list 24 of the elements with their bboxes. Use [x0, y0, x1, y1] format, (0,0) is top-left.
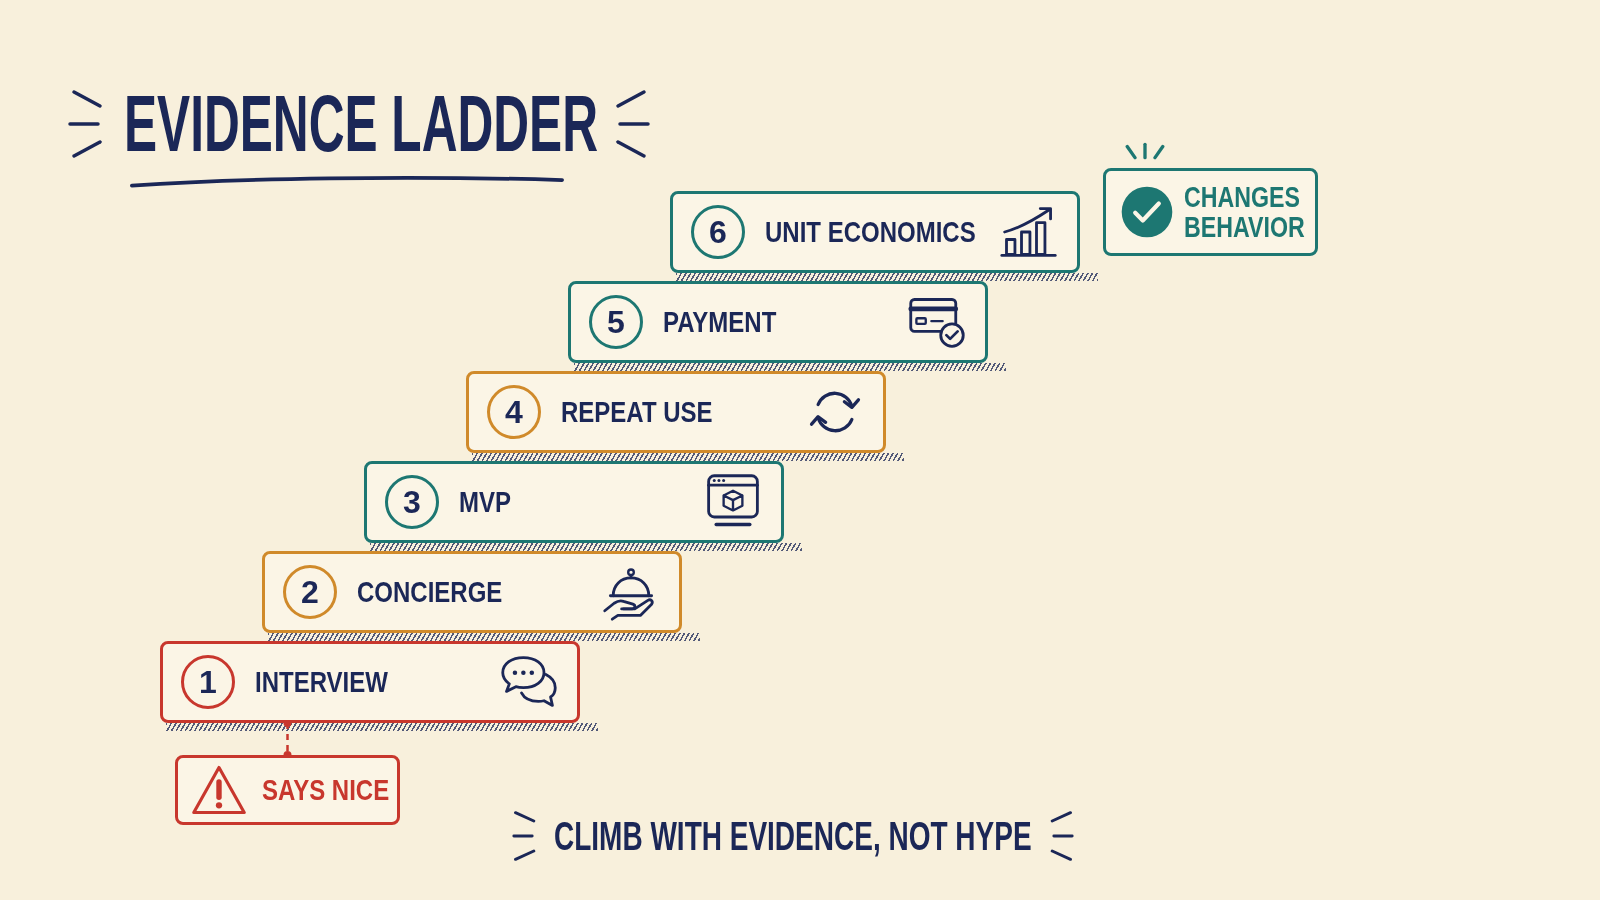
- caption: CLIMB WITH EVIDENCE, NOT HYPE: [554, 816, 1032, 856]
- number-circle: 5: [589, 295, 643, 349]
- number-circle: 6: [691, 205, 745, 259]
- step-box: [262, 551, 682, 633]
- warning-label: SAYS NICE: [262, 774, 390, 806]
- number-circle: 1: [181, 655, 235, 709]
- number-circle: 2: [283, 565, 337, 619]
- step-label: REPEAT USE: [561, 396, 713, 428]
- step-box: [160, 641, 580, 723]
- number-circle: 4: [487, 385, 541, 439]
- step-box: [466, 371, 886, 453]
- result-box: [1103, 168, 1318, 256]
- title: EVIDENCE LADDER: [124, 84, 598, 164]
- step-label: PAYMENT: [663, 306, 777, 338]
- step-box: [568, 281, 988, 363]
- step-label: CONCIERGE: [357, 576, 503, 608]
- step-box: [364, 461, 784, 543]
- warning-box: [175, 755, 400, 825]
- step-box: [670, 191, 1080, 273]
- step-label: INTERVIEW: [255, 666, 388, 698]
- result-label: CHANGES BEHAVIOR: [1184, 181, 1304, 243]
- number-circle: 3: [385, 475, 439, 529]
- step-label: UNIT ECONOMICS: [765, 216, 976, 248]
- step-label: MVP: [459, 486, 511, 518]
